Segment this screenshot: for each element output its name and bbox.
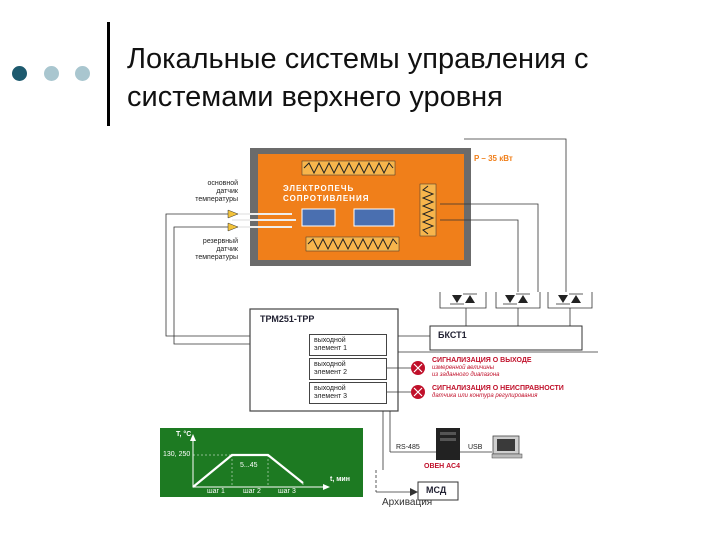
output-element-3-line-1: выходной [314,385,346,392]
furnace-label-line-2: СОПРОТИВЛЕНИЯ [283,194,370,203]
output-element-2-line-2: элемент 2 [314,369,348,376]
alarm-range-title: СИГНАЛИЗАЦИЯ О ВЫХОДЕ [432,357,532,364]
alarm-range-sub-2: из заданного диапазона [432,372,500,378]
reserve-sensor-line-3: температуры [195,254,238,261]
converter-label: ОВЕН АС4 [424,463,460,470]
chart-y-values: 130, 250 [163,451,191,458]
bullet-dot-dark [12,66,27,81]
usb-label: USB [468,444,483,451]
output-element-3: выходной элемент 3 [309,382,387,404]
alarm-fault-title: СИГНАЛИЗАЦИЯ О НЕИСПРАВНОСТИ [432,385,564,392]
rs485-label: RS-485 [396,444,420,451]
power-label: P – 35 кВт [474,154,513,163]
reserve-sensor-line-2: датчик [216,246,238,253]
output-element-2: выходной элемент 2 [309,358,387,380]
msd-label: МСД [426,485,447,495]
chart-y-label: T, °C [176,431,192,438]
output-element-1-line-2: элемент 1 [314,345,348,352]
output-element-1: выходной элемент 1 [309,334,387,356]
reserve-sensor-label: резервный датчик температуры [178,238,238,262]
reserve-sensor-line-1: резервный [202,238,238,245]
alarm-range: СИГНАЛИЗАЦИЯ О ВЫХОДЕ измеренной величин… [432,357,532,379]
bkst-label: БКСТ1 [438,330,467,340]
alarm-fault-sub: датчика или контура регулирования [432,393,538,399]
main-sensor-line-3: температуры [195,196,238,203]
alarm-fault: СИГНАЛИЗАЦИЯ О НЕИСПРАВНОСТИ датчика или… [432,385,564,400]
furnace-label-line-1: ЭЛЕКТРОПЕЧЬ [283,184,355,193]
chart-step-3: шаг 3 [278,488,296,495]
bullet-dot-light-1 [44,66,59,81]
slide-title-line-1: Локальные системы управления с [127,43,589,75]
output-element-1-line-1: выходной [314,337,346,344]
main-sensor-label: основной датчик температуры [178,180,238,204]
controller-label: ТРМ251-ТРР [260,314,315,324]
main-sensor-line-2: датчик [216,188,238,195]
chart-step-1: шаг 1 [207,488,225,495]
chart-x-label: t, мин [330,476,350,483]
output-element-2-line-1: выходной [314,361,346,368]
bullet-dot-light-2 [75,66,90,81]
slide-title-line-2: системами верхнего уровня [127,81,503,113]
archive-label: Архивация [382,497,433,508]
alarm-range-sub-1: измеренной величины [432,365,495,371]
chart-mid-label: 5...45 [240,462,258,469]
output-element-3-line-2: элемент 3 [314,393,348,400]
chart-step-2: шаг 2 [243,488,261,495]
main-sensor-line-1: основной [207,180,238,187]
title-divider [107,22,110,126]
